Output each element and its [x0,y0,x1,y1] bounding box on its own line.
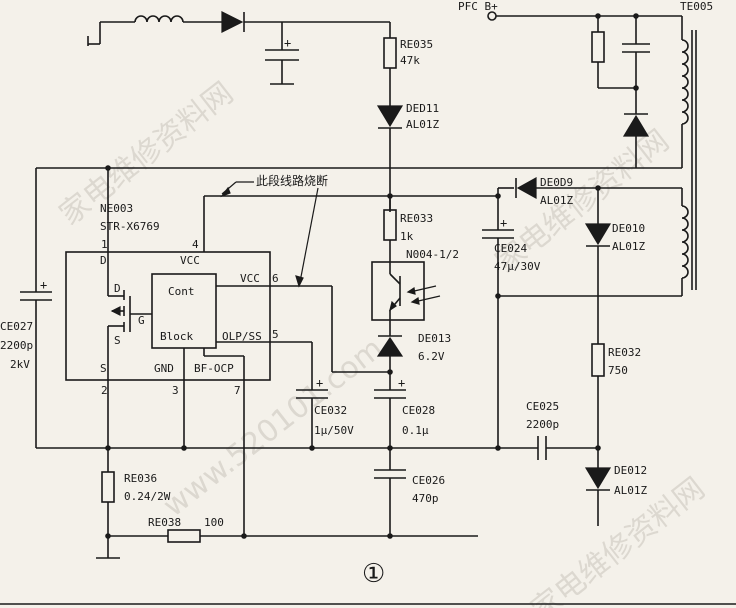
ce025-ref: CE025 [526,400,559,413]
resistor-re035 [383,37,397,69]
diode-de010 [584,223,612,246]
ic-bfocp-label: BF-OCP [194,362,234,375]
re035-ref: RE035 [400,38,433,51]
svg-text:+: + [500,216,507,230]
q-s-label: S [114,334,121,347]
ic-olpss-label: OLP/SS [222,330,262,343]
re036-val: 0.24/2W [124,490,171,503]
ic-vcc6-label: VCC [240,272,260,285]
pfc-terminal [487,11,497,21]
re035-val: 47k [400,54,420,67]
de010-val: AL01Z [612,240,645,253]
ce028-val: 0.1μ [402,424,429,437]
ic-pin-3: 3 [172,384,179,397]
ce026-ref: CE026 [412,474,445,487]
watermark-text-3: 家电维修资料网 [489,123,676,280]
re038-ref: RE038 [148,516,181,529]
ded11-ref: DED11 [406,102,439,115]
de010-ref: DE010 [612,222,645,235]
svg-text:+: + [284,36,291,50]
ce027-ref: CE027 [0,320,33,333]
de012-val: AL01Z [614,484,647,497]
ic-gnd-label: GND [154,362,174,375]
ded11-val: AL01Z [406,118,439,131]
ic-pin-1: 1 [101,238,108,251]
ce025-val: 2200p [526,418,559,431]
transformer-primary [681,39,689,125]
zener-de013 [376,336,404,357]
ic-ne003-body [65,251,271,381]
ce027-val2: 2kV [10,358,30,371]
ic-pin-5: 5 [272,328,279,341]
ce032-val: 1μ/50V [314,424,354,437]
top-rectifier: + [87,11,390,85]
de0d9-val: AL01Z [540,194,573,207]
burnt-trace-note: 此段线路烧断 [256,173,328,188]
re032-val: 750 [608,364,628,377]
optocoupler-n004 [371,261,425,321]
ic-s-label: S [100,362,107,375]
ic-pin-6: 6 [272,272,279,285]
diode-ded11 [376,105,404,128]
svg-text:+: + [40,278,47,292]
de012-ref: DE012 [614,464,647,477]
de013-ref: DE013 [418,332,451,345]
ic-cont: Cont [168,285,195,298]
watermark-text-2: www.520101.com [157,331,390,524]
q-g-label: G [138,314,145,327]
resistor-re032 [591,343,605,377]
ic-d-label: D [100,254,107,267]
ic-part: STR-X6769 [100,220,160,233]
resistor-snubber [591,31,605,63]
re036-ref: RE036 [124,472,157,485]
ic-ref: NE003 [100,202,133,215]
re033-val: 1k [400,230,414,243]
inductor-top [134,15,184,23]
ce026-val: 470p [412,492,439,505]
re038-val: 100 [204,516,224,529]
diode-top-left [221,11,244,33]
ic-pin-7: 7 [234,384,241,397]
re032-ref: RE032 [608,346,641,359]
pfc-label: PFC B+ [458,0,498,13]
svg-text:+: + [398,376,405,390]
resistor-re036 [101,471,115,503]
ic-pin-4: 4 [192,238,199,251]
svg-text:+: + [316,376,323,390]
ce032-ref: CE032 [314,404,347,417]
figure-number: ① [362,559,385,589]
transformer-aux-winding [681,205,689,279]
n004-ref: N004-1/2 [406,248,459,261]
ic-pin-2: 2 [101,384,108,397]
ce027-val1: 2200p [0,339,33,352]
diode-de0d9 [516,176,537,200]
de0d9-ref: DE0D9 [540,176,573,189]
ic-vcc-label: VCC [180,254,200,267]
re033-ref: RE033 [400,212,433,225]
ce024-ref: CE024 [494,242,527,255]
ic-block: Block [160,330,193,343]
resistor-re038 [167,529,201,543]
q-d-label: D [114,282,121,295]
te005-label: TE005 [680,0,713,13]
resistor-re033 [383,209,397,241]
de013-val: 6.2V [418,350,445,363]
diode-de012 [584,467,612,490]
watermark-text-1: 家电维修资料网 [53,76,240,233]
ce024-val: 47μ/30V [494,260,541,273]
diode-snubber [622,114,650,137]
ce028-ref: CE028 [402,404,435,417]
